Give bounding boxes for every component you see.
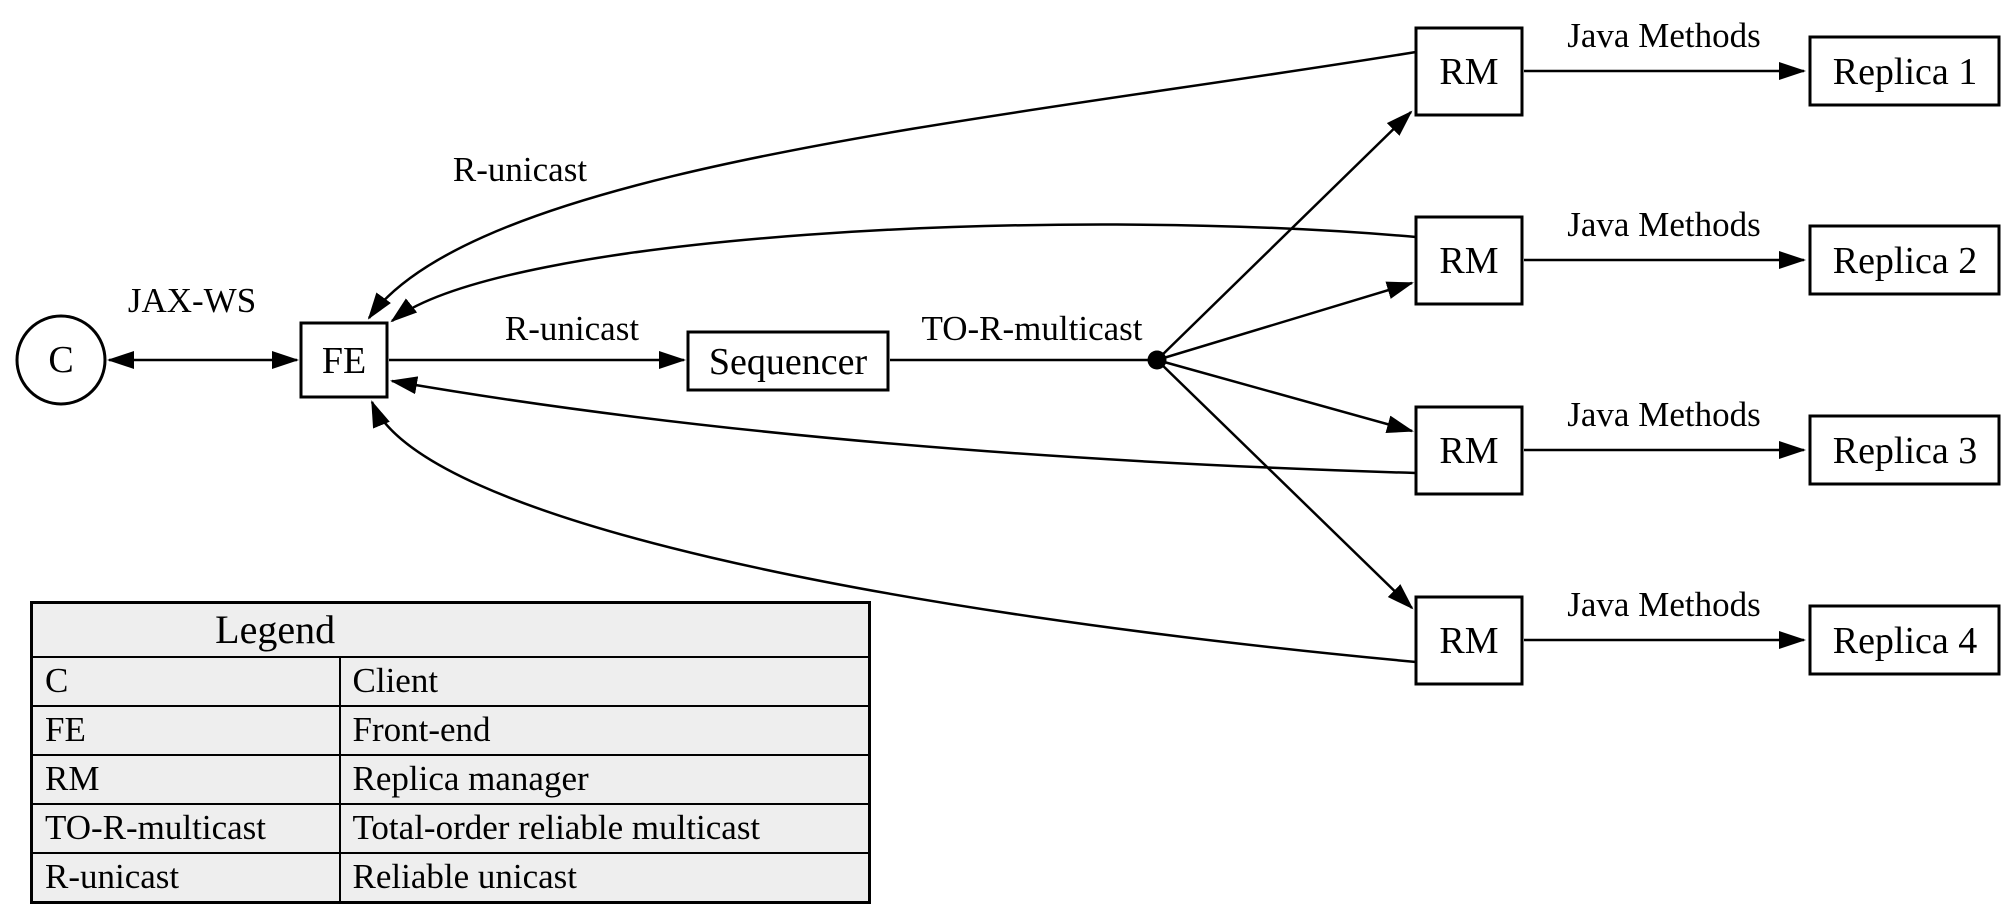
- legend-key-cell: RM: [30, 754, 341, 805]
- edge-labels: JAX-WS R-unicast R-unicast TO-R-multicas…: [128, 16, 1761, 624]
- node-sequencer-box: Sequencer: [686, 330, 890, 392]
- replica-box-shape: [1808, 414, 2001, 486]
- edge-return-r-unicast-curve-rm1: [367, 50, 1417, 320]
- label-r-unicast-mid: R-unicast: [505, 309, 639, 348]
- legend-row-to-r-multicast: TO-R-multicast Total-order reliable mult…: [30, 803, 871, 854]
- label-java-methods-3: Java Methods: [1567, 395, 1760, 434]
- label-to-r-multicast: TO-R-multicast: [922, 309, 1143, 348]
- edge-multicast-fanout-arrow-rm2: [1156, 281, 1414, 362]
- label-java-methods-2: Java Methods: [1567, 205, 1760, 244]
- legend-key-cell: FE: [30, 705, 341, 756]
- edge-return-r-unicast-curve-rm2: [390, 223, 1417, 323]
- client-circle-shape: [15, 314, 107, 406]
- fe-label: FE: [322, 340, 366, 382]
- edge-return-r-unicast-curve-rm3: [390, 376, 1417, 475]
- client-label: C: [48, 339, 73, 381]
- multicast-dot: [1147, 350, 1167, 370]
- fe-box-shape: [299, 321, 389, 399]
- edges: [107, 50, 1806, 664]
- legend-value-cell: Replica manager: [338, 754, 871, 805]
- replica-label: Replica 2: [1833, 240, 1978, 282]
- replica-box-shape: [1808, 35, 2001, 107]
- node-rm-box-2: RM: [1414, 215, 1524, 306]
- node-replica-box-3: Replica 3: [1808, 414, 2001, 486]
- replica-label: Replica 3: [1833, 430, 1978, 472]
- legend-value-cell: Client: [338, 656, 871, 707]
- edge-multicast-fanout-arrow-rm4: [1156, 359, 1414, 610]
- sequencer-label: Sequencer: [709, 341, 868, 383]
- rm-box-shape: [1414, 595, 1524, 686]
- legend-row-client: C Client: [30, 656, 871, 707]
- nodes: C FE Sequencer RM RM RM: [15, 26, 2001, 686]
- node-replica-box-1: Replica 1: [1808, 35, 2001, 107]
- rm-box-shape: [1414, 26, 1524, 117]
- legend-value-cell: Front-end: [338, 705, 871, 756]
- replica-label: Replica 4: [1833, 620, 1978, 662]
- legend-header-cell: Legend: [30, 601, 871, 658]
- sequencer-box-shape: [686, 330, 890, 392]
- rm-label: RM: [1439, 430, 1498, 472]
- rm-label: RM: [1439, 51, 1498, 93]
- rm-label: RM: [1439, 240, 1498, 282]
- label-java-methods-1: Java Methods: [1567, 16, 1760, 55]
- rm-box-shape: [1414, 215, 1524, 306]
- edge-return-r-unicast-curve-rm4: [370, 400, 1417, 664]
- rm-box-shape: [1414, 405, 1524, 496]
- legend-row-front-end: FE Front-end: [30, 705, 871, 756]
- legend-value-cell: Total-order reliable multicast: [338, 803, 871, 854]
- replica-box-shape: [1808, 604, 2001, 676]
- node-replica-box-2: Replica 2: [1808, 224, 2001, 296]
- legend-row-r-unicast: R-unicast Reliable unicast: [30, 852, 871, 904]
- label-java-methods-4: Java Methods: [1567, 585, 1760, 624]
- node-rm-box-1: RM: [1414, 26, 1524, 117]
- legend-key-cell: TO-R-multicast: [30, 803, 341, 854]
- legend-value-cell: Reliable unicast: [338, 852, 871, 904]
- edge-multicast-fanout-arrow-rm1: [1156, 110, 1413, 361]
- rm-label: RM: [1439, 620, 1498, 662]
- label-jax-ws: JAX-WS: [128, 281, 256, 320]
- node-replica-box-4: Replica 4: [1808, 604, 2001, 676]
- label-r-unicast-top: R-unicast: [453, 150, 587, 189]
- node-rm-box-4: RM: [1414, 595, 1524, 686]
- legend-title: Legend: [215, 607, 336, 652]
- edge-multicast-fanout-arrow-rm3: [1156, 358, 1414, 433]
- node-fe-box: FE: [299, 321, 389, 399]
- legend-key-cell: C: [30, 656, 341, 707]
- legend-table: Legend C Client FE Front-end RM Replica …: [30, 601, 871, 904]
- node-rm-box-3: RM: [1414, 405, 1524, 496]
- replica-box-shape: [1808, 224, 2001, 296]
- legend-row-replica-manager: RM Replica manager: [30, 754, 871, 805]
- legend-key-cell: R-unicast: [30, 852, 341, 904]
- node-client-circle: C: [15, 314, 107, 406]
- replica-label: Replica 1: [1833, 51, 1978, 93]
- legend-header-row: Legend: [30, 601, 871, 658]
